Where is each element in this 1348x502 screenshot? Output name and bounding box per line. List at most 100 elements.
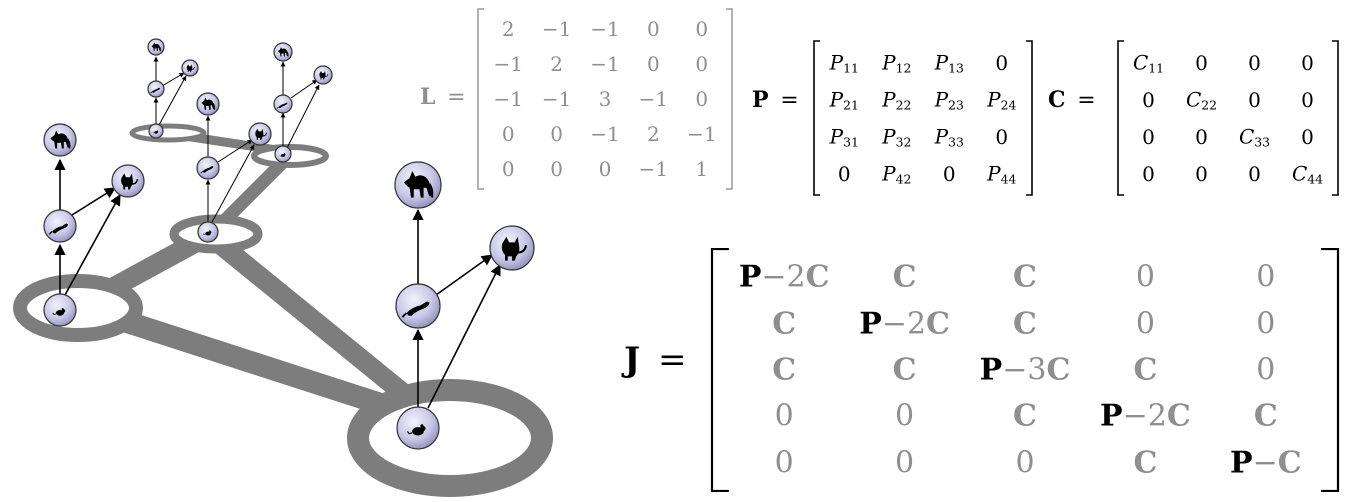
cell-p-term: P [738, 259, 762, 295]
matrix-p-cell: P42 [882, 161, 911, 186]
matrix-l-symbol: L [420, 84, 436, 110]
cell-subscript: 13 [948, 60, 964, 76]
cell-subscript: 33 [948, 134, 964, 150]
species-nodes [43, 38, 535, 450]
node-p4-cat [313, 65, 333, 85]
cell-zero: 0 [774, 445, 794, 481]
matrix-c-cell: 0 [1142, 162, 1155, 186]
matrix-l-cell: −1 [638, 87, 669, 111]
matrix-j-cell: P−2C [859, 306, 950, 341]
cell-symbol: 0 [837, 161, 851, 186]
cell-zero: 0 [895, 398, 915, 434]
matrix-c-cell: 0 [1142, 88, 1155, 112]
matrix-l-cell: −1 [590, 17, 620, 42]
matrix-brackets [710, 248, 1340, 492]
cell-c-term: C [892, 259, 917, 295]
cell-c-term: C [805, 259, 830, 295]
matrix-p-cell: P44 [987, 161, 1016, 186]
cell-subscript: 32 [895, 134, 912, 150]
matrix-c-cell: 0 [1142, 125, 1155, 149]
cell-symbol: C [1238, 123, 1255, 148]
cell-zero: 0 [895, 445, 915, 481]
cell-c-term: C [926, 306, 950, 342]
matrix-j-equals: = [657, 340, 687, 380]
cell-symbol: C [1185, 86, 1202, 111]
node-p5-cat [489, 225, 535, 271]
cell-symbol: P [934, 123, 949, 148]
matrix-l-cell: 3 [598, 87, 612, 111]
matrix-c-cell: C33 [1239, 124, 1270, 149]
matrix-j-symbol: J [624, 340, 641, 380]
cell-symbol: P [829, 86, 844, 111]
matrix-l-cell: −1 [493, 52, 523, 77]
matrix-j-cell: 0 [775, 445, 794, 480]
matrix-j-cell: 0 [1136, 260, 1155, 295]
matrix-j-cell: P−C [1230, 445, 1302, 480]
cell-p-term: P [859, 306, 882, 342]
node-p4-mouse [274, 145, 292, 163]
cell-symbol: P [987, 160, 1001, 185]
node-p5-wolf [394, 161, 442, 209]
matrix-p-equals: = [780, 88, 799, 113]
matrix-p-cell: P13 [935, 50, 964, 75]
matrix-p-cell: P22 [882, 87, 911, 112]
cell-symbol: 0 [1248, 50, 1261, 75]
cell-zero: 0 [1256, 306, 1276, 342]
matrix-c-cell: 0 [1195, 162, 1208, 186]
cell-zero: 0 [774, 398, 794, 434]
matrix-p-cell: P21 [830, 87, 859, 112]
matrix-l-cell: 0 [647, 17, 660, 42]
matrix-c-equals: = [1077, 88, 1096, 113]
matrix-l-cell: 2 [550, 52, 563, 77]
node-p2-wolf [147, 38, 165, 56]
matrix-j-cell: P−3C [980, 353, 1071, 388]
cell-subscript: 22 [1201, 97, 1218, 113]
matrix-p-cell: 0 [943, 162, 956, 186]
cell-coefficient: −3 [1002, 352, 1047, 388]
patch-2 [129, 123, 207, 143]
matrix-j-cell: C [772, 353, 796, 388]
cell-symbol: 0 [942, 161, 956, 186]
node-p1-weasel [43, 209, 77, 243]
patch-1 [13, 274, 143, 342]
matrix-c-label: C = [1048, 87, 1096, 113]
cell-coefficient: −2 [881, 306, 927, 342]
node-p2-weasel [147, 80, 165, 98]
matrix-brackets [1117, 40, 1339, 196]
matrix-c-cell: 0 [1248, 51, 1261, 75]
cell-c-term: C [1013, 306, 1037, 342]
matrix-j-cell: C [893, 260, 917, 295]
cell-symbol: P [934, 49, 949, 74]
cell-symbol: P [829, 49, 844, 74]
matrix-c-cell: C44 [1292, 161, 1323, 186]
cell-symbol: P [934, 86, 949, 111]
cell-zero: 0 [1256, 259, 1276, 295]
cell-symbol: C [1132, 49, 1149, 74]
matrix-j-label: J = [624, 340, 686, 380]
cell-p-term: P [1100, 398, 1123, 434]
matrix-j-cell: P−2C [1100, 399, 1191, 434]
cell-c-term: C [1046, 352, 1071, 388]
matrix-j-cell: C [1013, 399, 1037, 434]
cell-subscript: 31 [843, 134, 859, 150]
matrix-c-cell: 0 [1248, 88, 1261, 112]
matrix-j-cell: P−2C [739, 260, 830, 295]
cell-symbol: P [987, 86, 1001, 111]
cell-c-term: C [1133, 352, 1158, 388]
cell-coefficient: −2 [761, 259, 806, 295]
cell-c-term: C [1277, 445, 1302, 481]
matrix-j-cell: 0 [1256, 306, 1275, 341]
cell-coefficient: − [1252, 445, 1278, 481]
node-p3-mouse [197, 221, 219, 243]
matrix-l-cell: 0 [695, 17, 709, 42]
node-p1-wolf [43, 123, 77, 157]
cell-zero: 0 [1135, 259, 1155, 295]
trophic-arrows-small [153, 56, 320, 223]
cell-subscript: 21 [843, 97, 859, 113]
matrix-l-cell: −1 [541, 17, 572, 42]
node-p2-mouse [148, 123, 164, 139]
matrix-j-cell: C [1133, 353, 1157, 388]
